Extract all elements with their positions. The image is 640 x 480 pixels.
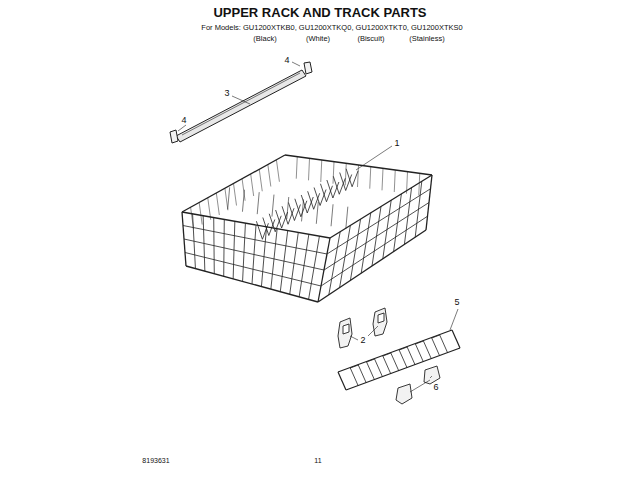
wire (333, 176, 339, 194)
wire (199, 203, 202, 225)
wire (182, 155, 285, 212)
wire (407, 347, 415, 365)
wire (301, 195, 307, 213)
wire (358, 365, 366, 383)
color-note: (Black) (253, 35, 276, 43)
wire (321, 216, 428, 286)
wire (419, 173, 420, 195)
rack-clips (338, 308, 440, 404)
leader-lines (178, 62, 458, 392)
wire (350, 365, 358, 368)
color-note: (Stainless) (409, 35, 444, 43)
wire (350, 368, 358, 386)
wire (324, 203, 429, 271)
callout-number: 6 (433, 383, 438, 392)
wire (432, 338, 440, 356)
wire (346, 348, 460, 390)
callout-number: 3 (224, 89, 229, 98)
wire (251, 174, 254, 196)
cup-shelf (338, 330, 460, 390)
wire (399, 350, 407, 368)
drawing-number: 8193631 (142, 457, 169, 464)
wire (208, 198, 211, 220)
wire (383, 353, 391, 356)
wire (346, 169, 352, 187)
wire (314, 188, 320, 206)
wire (216, 193, 219, 215)
wire (321, 160, 322, 182)
callout-number: 4 (181, 116, 186, 125)
wire (308, 191, 314, 209)
wire (340, 173, 346, 191)
wire (320, 184, 326, 202)
page-number: 11 (314, 457, 321, 464)
wire (185, 253, 321, 287)
wire (234, 184, 237, 206)
model-list: For Models: GU1200XTKB0, GU1200XTKQ0, GU… (201, 24, 462, 32)
wire (259, 169, 262, 191)
wire (287, 197, 289, 219)
wire (272, 195, 274, 217)
wire (309, 158, 310, 180)
wire (375, 359, 383, 377)
wire (382, 168, 383, 190)
wire (257, 192, 259, 214)
callout-number: 5 (454, 298, 459, 307)
wire (327, 189, 431, 254)
wire (352, 171, 358, 187)
diagram-title: UPPER RACK AND TRACK PARTS (213, 6, 426, 19)
wire (276, 210, 282, 228)
wire (333, 162, 334, 184)
wire (295, 199, 301, 217)
wire (367, 359, 375, 362)
color-note: (Biscuit) (357, 35, 384, 43)
wire (346, 207, 348, 229)
wire (415, 344, 423, 362)
wire (423, 341, 431, 359)
wire (302, 199, 304, 221)
wire (276, 160, 279, 182)
wire (331, 204, 333, 226)
wire (345, 163, 346, 185)
wire (440, 335, 448, 353)
wire (394, 170, 395, 192)
wire (391, 353, 399, 371)
wire (288, 203, 294, 221)
wire (263, 218, 269, 236)
track-rail (176, 70, 306, 142)
wire (316, 202, 318, 224)
wire (256, 221, 262, 239)
wire (183, 226, 327, 255)
wire (432, 335, 440, 338)
wire (225, 188, 228, 210)
wire (228, 187, 230, 209)
wire (338, 330, 452, 372)
wire (191, 207, 194, 229)
wire (367, 362, 375, 380)
wire (242, 190, 244, 212)
wire (370, 167, 371, 189)
wire (383, 356, 391, 374)
color-note: (White) (306, 35, 330, 43)
end-caps (170, 62, 312, 143)
wire (452, 330, 460, 348)
wire (399, 347, 407, 350)
wire (407, 172, 408, 194)
wire (415, 341, 423, 344)
wire (296, 157, 297, 179)
callout-number: 4 (284, 56, 289, 65)
wire (268, 165, 271, 187)
wire (338, 372, 346, 390)
callout-number: 2 (360, 336, 365, 345)
upper-rack (182, 155, 432, 302)
wire (327, 180, 333, 198)
callout-number: 1 (394, 139, 399, 148)
wire (184, 239, 324, 270)
